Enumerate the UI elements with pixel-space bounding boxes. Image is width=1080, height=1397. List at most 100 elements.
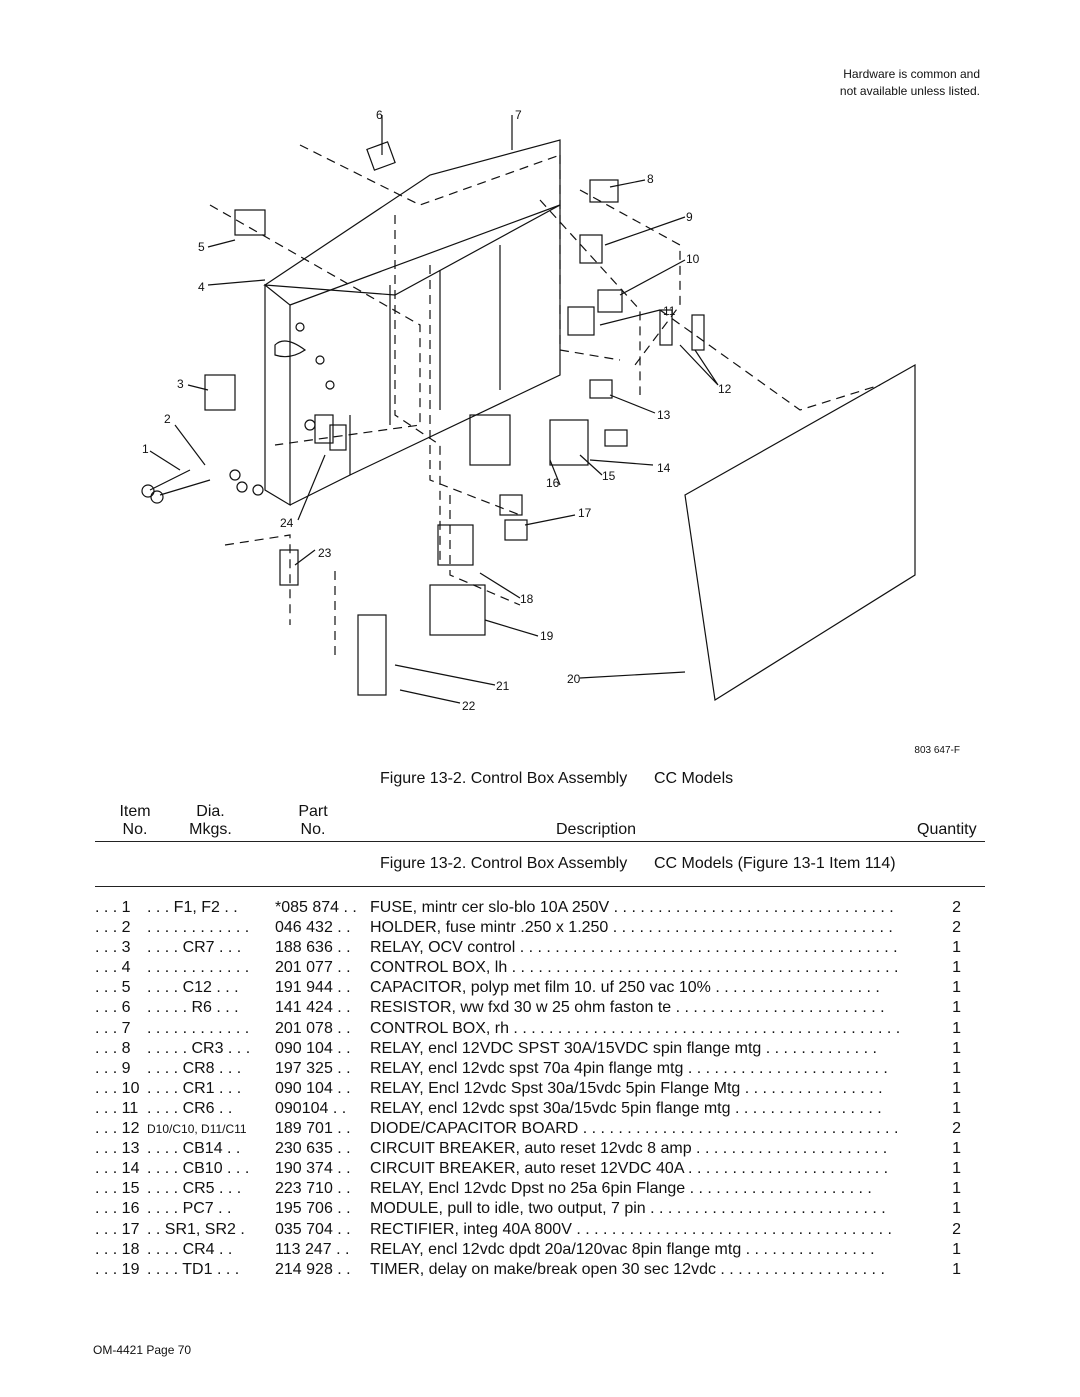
column-quantity: Quantity (917, 821, 977, 838)
parts-row: . . . 7. . . . . . . . . . . .201 078 . … (95, 1019, 985, 1039)
callout-20: 20 (567, 672, 581, 686)
quantity: 1 (952, 1200, 961, 1218)
description: RELAY, Encl 12vdc Dpst no 25a 6pin Flang… (370, 1180, 872, 1198)
column-dia: Dia. Mkgs. (183, 803, 238, 839)
dia-mkgs: . . . . CR7 . . . (147, 939, 242, 957)
drawing-number: 803 647-F (914, 745, 960, 756)
item-no: . . . 17 (95, 1220, 140, 1238)
cover-panel (684, 363, 916, 701)
leader-lines (149, 115, 719, 704)
part-no: 090104 . . (275, 1099, 347, 1117)
hardware-note-line1: Hardware is common and (843, 67, 980, 81)
callout-4: 4 (198, 280, 205, 294)
parts-row: . . . 3 . . . . CR7 . . . 188 636 . . RELAY… (95, 938, 985, 958)
item-no: . . . 2 (95, 919, 131, 937)
callout-6: 6 (376, 108, 383, 122)
item-no: . . . 3 (95, 939, 131, 957)
page-footer: OM-4421 Page 70 (93, 1343, 192, 1357)
quantity: 1 (952, 1019, 961, 1037)
quantity: 1 (952, 1180, 961, 1198)
quantity: 2 (952, 919, 961, 937)
dia-mkgs: . . . . CR8 . . . (147, 1059, 242, 1077)
description: RECTIFIER, integ 40A 800V . . . . . . . … (370, 1220, 892, 1238)
quantity: 1 (952, 1240, 961, 1258)
parts-row: . . . 5. . . . C12 . . .191 944 . .CAPAC… (95, 978, 985, 998)
quantity: 1 (952, 959, 961, 977)
callout-16: 16 (546, 476, 560, 490)
description: CONTROL BOX, lh . . . . . . . . . . . . … (370, 959, 899, 977)
description: CONTROL BOX, rh . . . . . . . . . . . . … (370, 1019, 901, 1037)
callout-18: 18 (520, 592, 534, 606)
callout-13: 13 (657, 408, 671, 422)
parts-row: . . . 15. . . . CR5 . . .223 710 . .RELA… (95, 1179, 985, 1199)
description: RELAY, OCV control . . . . . . . . . . .… (370, 939, 898, 957)
dia-mkgs: . . . F1, F2 . . (147, 899, 238, 916)
part-no: 113 247 . . (275, 1240, 350, 1258)
quantity: 1 (952, 999, 961, 1017)
parts-row: . . . 17. . SR1, SR2 .035 704 . .RECTIFI… (95, 1220, 985, 1240)
parts-row: . . . 10. . . . CR1 . . .090 104 . .RELA… (95, 1079, 985, 1099)
dia-mkgs: . . . . . . . . . . . . (147, 919, 250, 937)
subheading-rule (95, 886, 985, 887)
description: RELAY, encl 12vdc dpdt 20a/120vac 8pin f… (370, 1240, 875, 1258)
dia-mkgs: . . . . PC7 . . (147, 1200, 232, 1218)
subheading-name: Figure 13-2. Control Box Assembly (380, 855, 628, 872)
parts-list: . . . 1. . . F1, F2 . .*085 874 . .FUSE,… (95, 898, 985, 1280)
dia-mkgs: . . . . CB14 . . (147, 1140, 241, 1158)
callout-7: 7 (515, 108, 522, 122)
callout-5: 5 (198, 240, 205, 254)
item-no: . . . 6 (95, 999, 131, 1017)
parts-row: . . . 2. . . . . . . . . . . .046 432 . … (95, 918, 985, 938)
parts-row: . . . 9. . . . CR8 . . .197 325 . .RELAY… (95, 1059, 985, 1079)
part-no: 035 704 . . (275, 1220, 351, 1238)
parts-row: . . . 6. . . . . R6 . . .141 424 . .RESI… (95, 998, 985, 1018)
dia-mkgs: . . . . CR4 . . (147, 1240, 233, 1258)
quantity: 2 (952, 1120, 961, 1138)
column-item-line1: Item (119, 803, 151, 820)
quantity: 1 (952, 1160, 961, 1178)
quantity: 1 (952, 1039, 961, 1057)
item-no: . . . 11 (95, 1099, 139, 1117)
quantity: 1 (952, 1099, 961, 1117)
description: RELAY, encl 12vdc spst 70a 4pin flange m… (370, 1059, 888, 1077)
item-no: . . . 16 (95, 1200, 140, 1218)
callout-3: 3 (177, 377, 184, 391)
item-no: . . . 8 (95, 1039, 131, 1057)
callout-14: 14 (657, 461, 671, 475)
callout-23: 23 (318, 546, 332, 560)
column-item-line2: No. (122, 821, 148, 838)
callout-11: 11 (663, 304, 676, 318)
item-no: . . . 12 (95, 1120, 140, 1138)
part-no: 214 928 . . (275, 1260, 351, 1278)
column-dia-line2: Mkgs. (189, 821, 232, 838)
callout-9: 9 (686, 210, 693, 224)
dia-mkgs: . . . . CB10 . . . (147, 1160, 250, 1178)
part-no: 188 636 . . (275, 939, 351, 957)
description: CIRCUIT BREAKER, auto reset 12VDC 40A . … (370, 1160, 889, 1178)
parts-row: . . . 13. . . . CB14 . .230 635 . .CIRCU… (95, 1139, 985, 1159)
part-no: 223 710 . . (275, 1180, 351, 1198)
description: HOLDER, fuse mintr .250 x 1.250 . . . . … (370, 919, 893, 937)
parts-row: . . . 4. . . . . . . . . . . .201 077 . … (95, 958, 985, 978)
part-no: 090 104 . . (275, 1079, 351, 1097)
subheading-models: CC Models (Figure 13-1 Item 114) (654, 855, 896, 872)
quantity: 1 (952, 1059, 961, 1077)
callout-10: 10 (686, 252, 700, 266)
quantity: 2 (952, 899, 961, 916)
part-no: 230 635 . . (275, 1140, 351, 1158)
description: DIODE/CAPACITOR BOARD . . . . . . . . . … (370, 1120, 899, 1138)
dia-mkgs: . . . . C12 . . . (147, 979, 239, 997)
callout-22: 22 (462, 699, 476, 713)
quantity: 1 (952, 979, 961, 997)
description: RESISTOR, ww fxd 30 w 25 ohm faston te .… (370, 999, 885, 1017)
item-no: . . . 4 (95, 959, 131, 977)
callout-2: 2 (164, 412, 171, 426)
description: RELAY, encl 12VDC SPST 30A/15VDC spin fl… (370, 1039, 877, 1057)
item-no: . . . 15 (95, 1180, 140, 1198)
parts-row: . . . 18. . . . CR4 . .113 247 . .RELAY,… (95, 1240, 985, 1260)
item-no: . . . 9 (95, 1059, 131, 1077)
item-no: . . . 14 (95, 1160, 140, 1178)
item-no: . . . 7 (95, 1019, 131, 1037)
callout-24: 24 (280, 516, 294, 530)
part-no: 201 077 . . (275, 959, 351, 977)
